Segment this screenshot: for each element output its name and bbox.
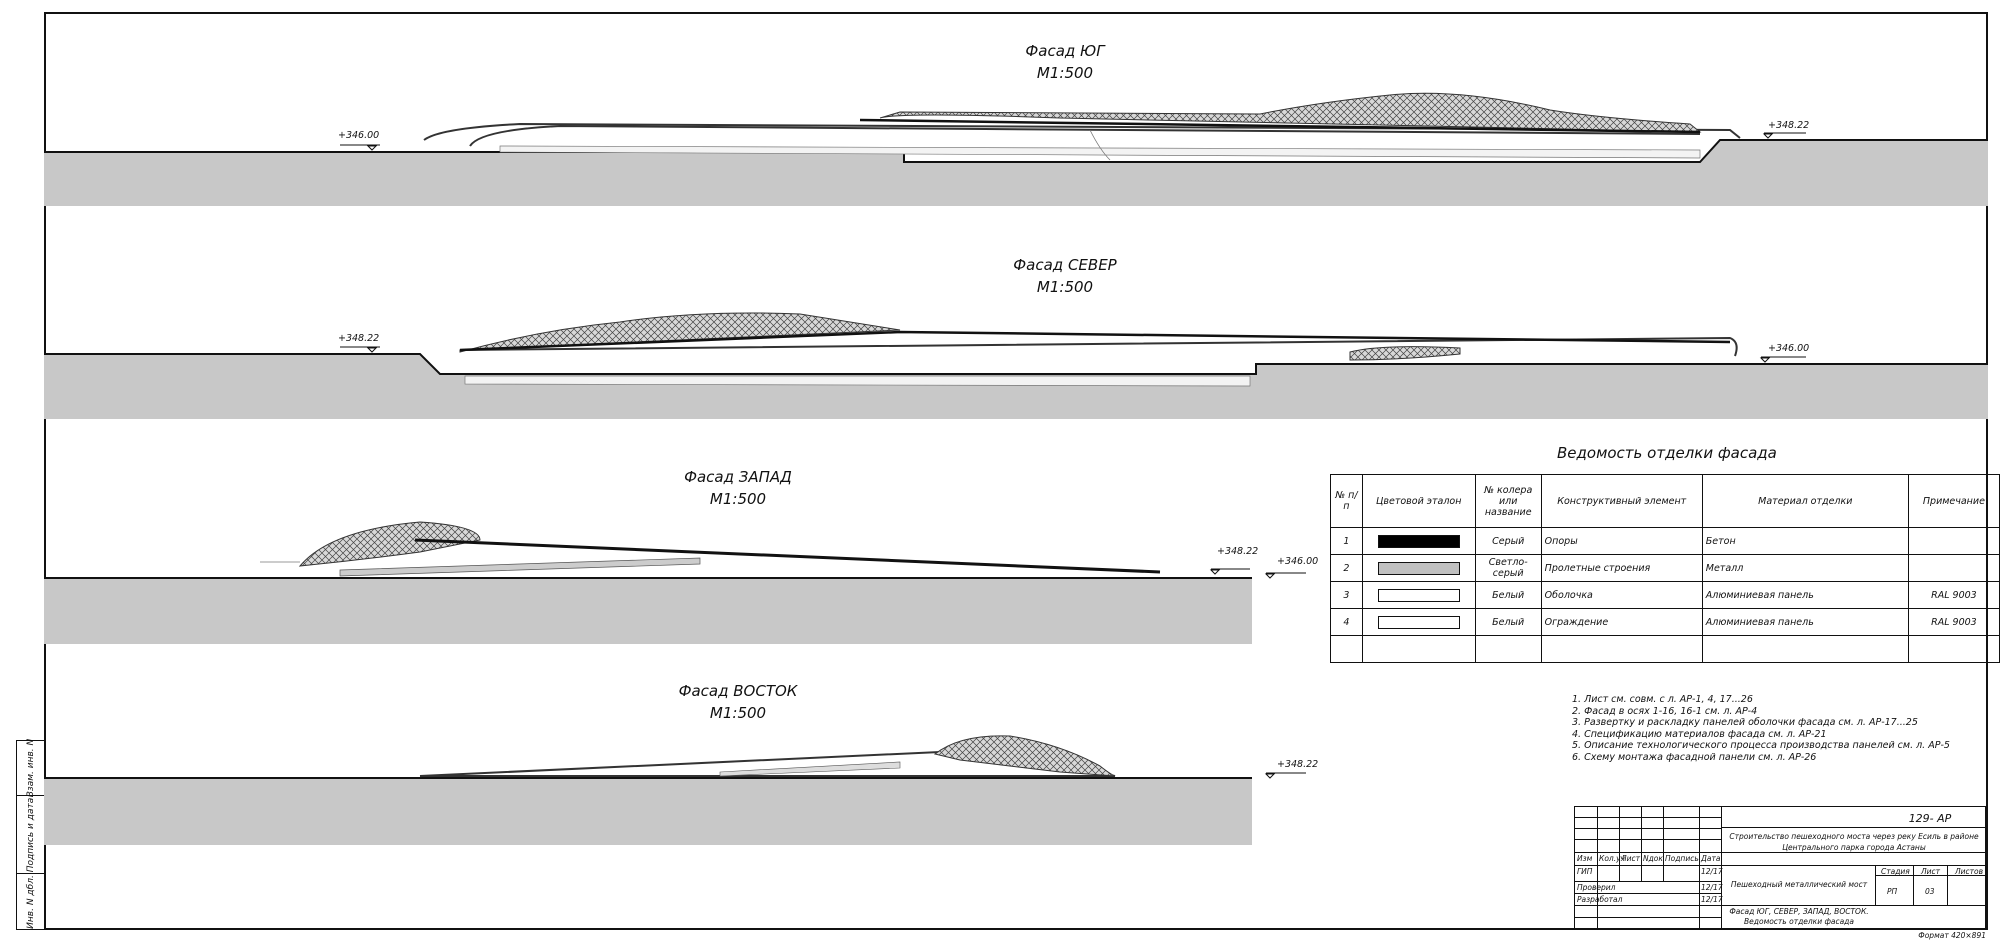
note-item: 6. Схему монтажа фасадной панели см. л. … — [1572, 751, 1817, 763]
stamp-col-label: Дата — [1701, 854, 1721, 863]
stamp-col-label: Кол.уч — [1599, 854, 1625, 863]
format-label: Формат 420×891 — [1918, 931, 1986, 940]
facade-title: Фасад ЗАПАД М1:500 — [608, 466, 868, 510]
finish-table: № п/п Цветовой эталон № колера или назва… — [1330, 474, 2000, 663]
facade-title: Фасад ЮГ М1:500 — [935, 40, 1195, 84]
note-item: 1. Лист см. совм. с л. АР-1, 4, 17...26 — [1572, 694, 1753, 705]
level-label: +346.00 — [1277, 556, 1319, 567]
note-item: 4. Спецификацию материалов фасада см. л.… — [1572, 728, 1827, 740]
stamp-role: Разработал — [1577, 895, 1623, 904]
facade-west-drawing — [44, 521, 1252, 644]
object-name: Пешеходный металлический мост — [1730, 880, 1868, 889]
stamp-sheet: 03 — [1925, 887, 1935, 896]
level-label: +348.22 — [1217, 546, 1259, 557]
color-swatch — [1377, 561, 1460, 575]
level-label: +346.00 — [1768, 343, 1810, 354]
column-header: Цветовой эталон — [1361, 474, 1476, 528]
column-header: № колера или название — [1474, 474, 1542, 528]
facade-south-drawing — [44, 92, 1988, 206]
facade-title: Фасад СЕВЕР М1:500 — [935, 254, 1195, 298]
stamp-stage: РП — [1887, 887, 1898, 896]
note-item: 2. Фасад в осях 1-16, 16-1 см. л. АР-4 — [1572, 705, 1758, 717]
note-item: 3. Развертку и раскладку панелей оболочк… — [1572, 717, 1918, 728]
drawing-code: 129- АР — [1908, 812, 1952, 825]
facade-scale: М1:500 — [709, 490, 767, 508]
stamp-role: Проверил — [1577, 883, 1616, 892]
finish-table-title: Ведомость отделки фасада — [1557, 444, 1777, 462]
table-row: 1 Серый Опоры Бетон — [1330, 527, 2000, 555]
drawing-frame — [44, 12, 1988, 930]
table-row: 2 Светло-серый Пролетные строения Металл — [1330, 554, 2000, 582]
facade-name: Фасад ЮГ — [1025, 42, 1105, 60]
color-swatch — [1377, 615, 1460, 629]
stamp-date: 12/17 — [1701, 867, 1723, 876]
level-label: +348.22 — [1277, 759, 1319, 770]
color-swatch — [1377, 534, 1460, 548]
stamp-col-label: Изм — [1577, 854, 1593, 863]
stamp-col-label: Лист — [1621, 854, 1641, 863]
title-block: 129- АР Строительство пешеходного моста … — [1574, 806, 1986, 930]
sidebar-cell: Взам. инв. N — [17, 739, 45, 797]
level-label: +348.22 — [338, 333, 380, 344]
column-header: Материал отделки — [1701, 474, 1909, 528]
note-item: 5. Описание технологического процесса пр… — [1572, 740, 1950, 751]
facade-name: Фасад СЕВЕР — [1013, 256, 1117, 274]
color-swatch — [1377, 588, 1460, 602]
facade-scale: М1:500 — [709, 704, 767, 722]
facade-scale: М1:500 — [1036, 64, 1094, 82]
sheet-title: Фасад ЮГ, СЕВЕР, ЗАПАД, ВОСТОК. Ведомост… — [1729, 907, 1869, 926]
facade-east-drawing — [44, 735, 1252, 845]
level-markers — [340, 132, 1806, 779]
table-header-row: № п/п Цветовой эталон № колера или назва… — [1330, 474, 2000, 528]
stamp-col-label: Подпись — [1665, 854, 1699, 863]
sidebar-cell: Подпись и дата — [17, 796, 45, 874]
stamp-stage-label: Листов — [1955, 867, 1984, 876]
column-header: № п/п — [1330, 474, 1363, 528]
stamp-date: 12/17 — [1701, 883, 1723, 892]
stamp-col-label: Nдок — [1643, 854, 1663, 863]
column-header: Конструктивный элемент — [1540, 474, 1703, 528]
project-name: Строительство пешеходного моста через ре… — [1729, 832, 1979, 852]
column-header: Примечание — [1907, 474, 2000, 528]
facade-north-drawing — [44, 312, 1988, 419]
facade-title: Фасад ВОСТОК М1:500 — [608, 680, 868, 724]
facade-name: Фасад ЗАПАД — [684, 468, 792, 486]
stamp-role: ГИП — [1577, 867, 1593, 876]
facade-name: Фасад ВОСТОК — [678, 682, 798, 700]
facade-scale: М1:500 — [1036, 278, 1094, 296]
stamp-stage-label: Стадия — [1881, 867, 1910, 876]
table-row — [1330, 635, 2000, 663]
level-label: +348.22 — [1768, 120, 1810, 131]
level-label: +346.00 — [338, 130, 380, 141]
stamp-date: 12/17 — [1701, 895, 1723, 904]
table-row: 3 Белый Оболочка Алюминиевая панель RAL … — [1330, 581, 2000, 609]
stamp-stage-label: Лист — [1921, 867, 1941, 876]
notes-list: 1. Лист см. совм. с л. АР-1, 4, 17...26 … — [1572, 694, 1950, 763]
table-row: 4 Белый Ограждение Алюминиевая панель RA… — [1330, 608, 2000, 636]
